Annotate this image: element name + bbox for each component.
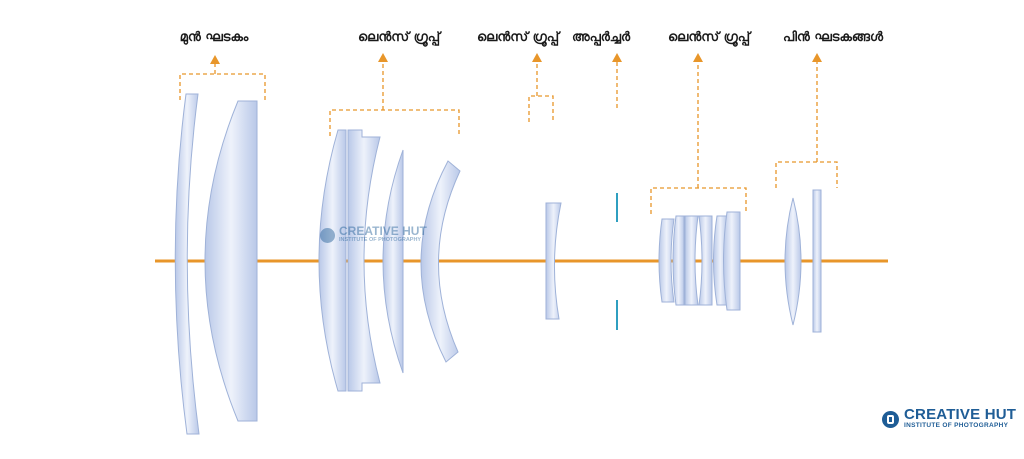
lens-group-2-arrow xyxy=(532,53,542,62)
brand-logo-icon xyxy=(882,410,899,428)
rear-elements-arrow xyxy=(812,53,822,62)
front-element-arrow xyxy=(210,55,220,64)
rear-flat-element xyxy=(812,189,822,333)
label-lens-group-3: ലെൻസ് ഗ്രൂപ്പ് xyxy=(667,30,751,45)
brand-name: CREATIVE HUT xyxy=(904,406,1017,423)
group3-lens-a xyxy=(658,218,675,303)
lens-group-3-arrow xyxy=(693,53,703,62)
front-element-bracket xyxy=(179,64,266,100)
watermark-line2: INSTITUTE OF PHOTOGRAPHY xyxy=(339,237,422,243)
group1-lens-b xyxy=(347,129,381,392)
aperture-arrow xyxy=(612,53,622,62)
lens-group-2-bracket xyxy=(528,62,554,122)
lens-group-1-bracket xyxy=(329,62,460,136)
label-lens-group-2: ലെൻസ് ഗ്രൂപ്പ് xyxy=(476,30,560,45)
lens-group-1-arrow xyxy=(378,53,388,62)
rear-elements-bracket xyxy=(775,62,838,188)
lens-group-3-bracket xyxy=(650,62,747,214)
group1-lens-d xyxy=(420,160,461,363)
group3-lens-d xyxy=(698,215,713,306)
group3-lens-e xyxy=(713,215,728,306)
group1-lens-a xyxy=(318,129,347,392)
watermark-line1: CREATIVE HUT xyxy=(339,224,427,238)
label-rear-elements: പിൻ ഘടകങ്ങൾ xyxy=(782,30,884,45)
group3-lens-b xyxy=(672,215,685,306)
label-aperture: അപ്പർച്ചർ xyxy=(571,30,631,45)
watermark: CREATIVE HUT INSTITUTE OF PHOTOGRAPHY xyxy=(320,224,427,244)
label-front-element: മുൻ ഘടകം xyxy=(179,30,249,45)
group3-lens-f xyxy=(723,211,741,311)
group2-lens xyxy=(545,202,562,320)
front-large-lens xyxy=(204,100,258,422)
rear-biconvex-lens xyxy=(784,197,802,326)
group3-lens-c xyxy=(684,215,699,306)
brand-tagline: INSTITUTE OF PHOTOGRAPHY xyxy=(904,422,1009,429)
front-meniscus-lens xyxy=(174,93,200,435)
brand-logo: CREATIVE HUT INSTITUTE OF PHOTOGRAPHY xyxy=(882,406,1017,430)
group1-lens-c xyxy=(382,149,404,374)
label-lens-group-1: ലെൻസ് ഗ്രൂപ്പ് xyxy=(357,30,441,45)
watermark-logo-icon xyxy=(320,227,335,243)
